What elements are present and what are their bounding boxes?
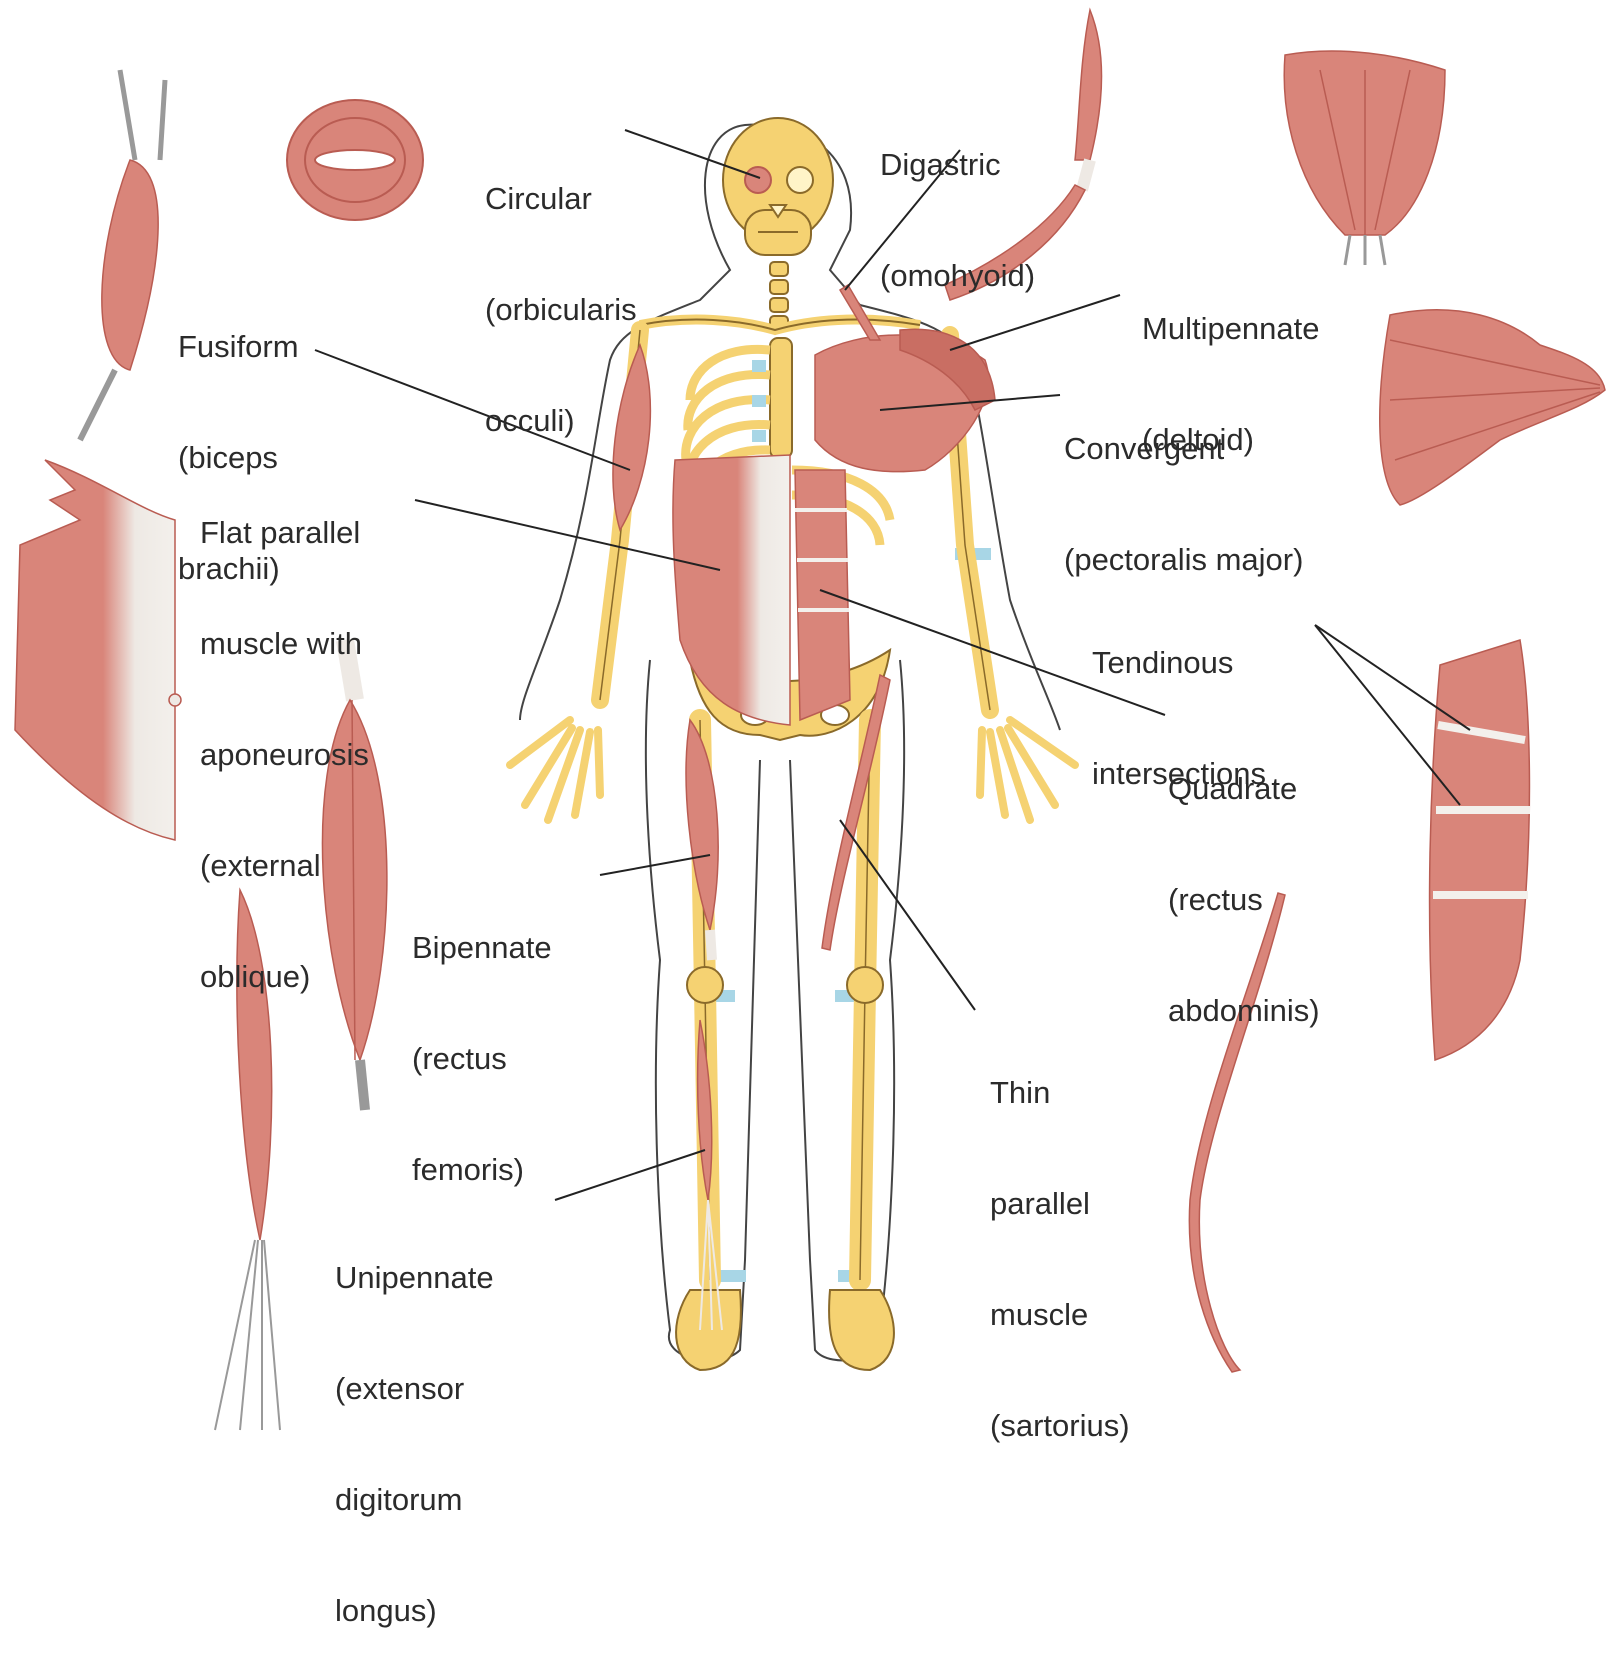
label-circular: Circular (orbicularis occuli) bbox=[485, 106, 637, 476]
flat-parallel-muscle-icon bbox=[15, 460, 181, 840]
leader-unipennate bbox=[555, 1150, 705, 1200]
figure-muscles bbox=[613, 285, 995, 1330]
label-quadrate: Quadrate (rectus abdominis) bbox=[1168, 696, 1320, 1066]
label-digastric: Digastric (omohyoid) bbox=[880, 72, 1035, 331]
quadrate-muscle-icon bbox=[1430, 640, 1530, 1060]
circular-muscle-icon bbox=[287, 100, 423, 220]
label-unipennate: Unipennate (extensor digitorum longus) bbox=[335, 1185, 494, 1666]
convergent-muscle-icon bbox=[1380, 310, 1605, 505]
label-thin-parallel: Thin parallel muscle (sartorius) bbox=[990, 1000, 1130, 1481]
label-bipennate: Bipennate (rectus femoris) bbox=[412, 855, 552, 1225]
label-flat-parallel: Flat parallel muscle with aponeurosis (e… bbox=[200, 440, 369, 1032]
multipennate-muscle-icon bbox=[1284, 51, 1445, 265]
muscle-shapes-diagram: Circular (orbicularis occuli) Digastric … bbox=[0, 0, 1614, 1432]
fusiform-muscle-icon bbox=[80, 70, 165, 440]
